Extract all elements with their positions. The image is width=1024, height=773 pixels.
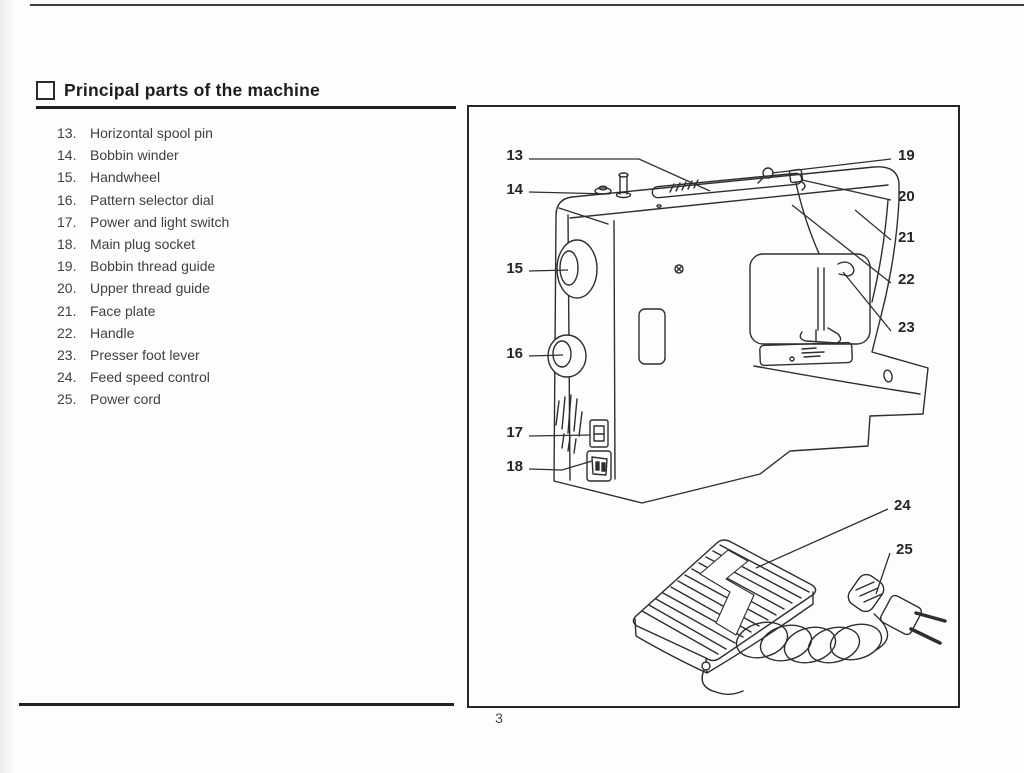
item-number: 15. bbox=[57, 169, 77, 186]
top-rule bbox=[30, 4, 1024, 6]
list-item: 18. Main plug socket bbox=[57, 233, 357, 255]
item-label: Main plug socket bbox=[90, 236, 196, 253]
plug-prongs bbox=[909, 611, 947, 645]
list-item: 13. Horizontal spool pin bbox=[57, 122, 357, 144]
item-label: Handle bbox=[90, 324, 135, 341]
item-number: 14. bbox=[57, 147, 77, 164]
callout-15: 15 bbox=[506, 260, 523, 277]
item-number: 13. bbox=[57, 125, 77, 142]
callout-20: 20 bbox=[898, 188, 915, 205]
item-number: 22. bbox=[57, 324, 77, 341]
item-number: 20. bbox=[57, 280, 77, 297]
list-item: 22. Handle bbox=[57, 322, 357, 344]
presser-foot-lever bbox=[837, 261, 855, 277]
item-label: Pattern selector dial bbox=[90, 191, 214, 208]
vents bbox=[555, 394, 583, 454]
callout-24: 24 bbox=[894, 497, 911, 514]
page-number: 3 bbox=[495, 710, 503, 726]
item-number: 18. bbox=[57, 236, 77, 253]
callout-21: 21 bbox=[898, 229, 915, 246]
callout-14: 14 bbox=[506, 181, 523, 198]
list-item: 21. Face plate bbox=[57, 300, 357, 322]
callout-13: 13 bbox=[506, 147, 523, 164]
item-label: Feed speed control bbox=[90, 369, 210, 386]
leader-lines bbox=[528, 158, 892, 595]
list-item: 16. Pattern selector dial bbox=[57, 189, 357, 211]
list-item: 15. Handwheel bbox=[57, 166, 357, 188]
page-title: Principal parts of the machine bbox=[64, 80, 320, 100]
callout-23: 23 bbox=[898, 319, 915, 336]
bottom-rule bbox=[19, 703, 454, 706]
callout-22: 22 bbox=[898, 271, 915, 288]
callout-17: 17 bbox=[506, 424, 523, 441]
horizontal-spool-pin bbox=[651, 172, 803, 199]
power-cord bbox=[735, 613, 889, 664]
list-item: 17. Power and light switch bbox=[57, 211, 357, 233]
needle-plate bbox=[759, 341, 853, 367]
callout-19: 19 bbox=[898, 147, 915, 164]
item-label: Horizontal spool pin bbox=[90, 125, 213, 142]
list-item: 25. Power cord bbox=[57, 388, 357, 410]
list-item: 23. Presser foot lever bbox=[57, 344, 357, 366]
diagram-frame bbox=[467, 105, 960, 708]
item-number: 25. bbox=[57, 391, 77, 408]
item-label: Upper thread guide bbox=[90, 280, 210, 297]
list-item: 20. Upper thread guide bbox=[57, 277, 357, 299]
item-number: 16. bbox=[57, 191, 77, 208]
checkbox-icon bbox=[36, 81, 55, 100]
section-heading: Principal parts of the machine bbox=[36, 80, 456, 109]
item-label: Presser foot lever bbox=[90, 346, 200, 363]
item-number: 17. bbox=[57, 213, 77, 230]
item-label: Face plate bbox=[90, 302, 156, 319]
callout-16: 16 bbox=[506, 345, 523, 362]
item-label: Power cord bbox=[90, 391, 161, 408]
mains-plug bbox=[880, 594, 922, 636]
callout-25: 25 bbox=[896, 541, 913, 558]
item-label: Handwheel bbox=[90, 169, 161, 186]
parts-list: 13. Horizontal spool pin 14. Bobbin winder… bbox=[57, 122, 357, 410]
scan-edge-shading bbox=[0, 0, 14, 773]
sewing-machine-illustration bbox=[528, 158, 947, 695]
power-switch bbox=[589, 419, 609, 448]
list-item: 14. Bobbin winder bbox=[57, 144, 357, 166]
list-item: 24. Feed speed control bbox=[57, 366, 357, 388]
heading-underline bbox=[36, 106, 456, 109]
item-number: 23. bbox=[57, 346, 77, 363]
plug-socket bbox=[586, 450, 612, 482]
machine-body bbox=[553, 166, 929, 504]
item-label: Bobbin thread guide bbox=[90, 258, 216, 275]
item-number: 24. bbox=[57, 369, 77, 386]
item-label: Bobbin winder bbox=[90, 147, 179, 164]
callout-18: 18 bbox=[506, 458, 523, 475]
item-number: 19. bbox=[57, 258, 77, 275]
list-item: 19. Bobbin thread guide bbox=[57, 255, 357, 277]
item-label: Power and light switch bbox=[90, 213, 230, 230]
item-number: 21. bbox=[57, 302, 77, 319]
arm-opening bbox=[749, 253, 871, 345]
